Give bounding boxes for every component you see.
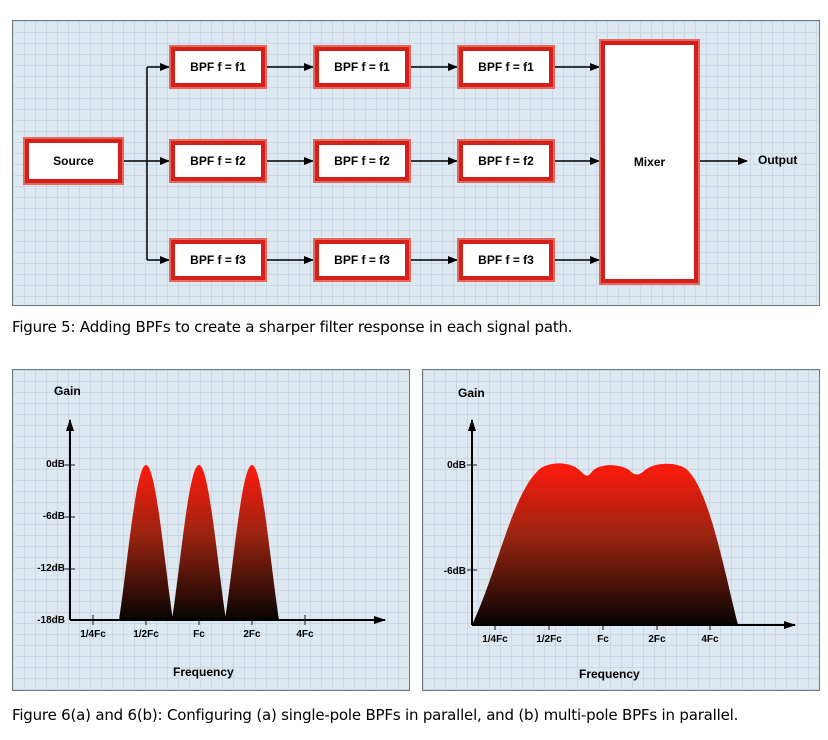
x-tick-label: 2Fc [243, 629, 261, 640]
figure6a-plot [65, 419, 386, 625]
peak-area-3 [225, 465, 279, 620]
bpf-label: BPF f = f3 [190, 253, 246, 267]
y-tick-label: -6dB [42, 511, 65, 522]
mixer-label: Mixer [633, 155, 666, 169]
signal-flow-lines [122, 63, 748, 264]
y-tick-label: -12dB [37, 563, 65, 574]
figure5-caption: Figure 5: Adding BPFs to create a sharpe… [12, 318, 573, 336]
y-tick-label: 0dB [46, 459, 65, 470]
x-tick-label: 1/2Fc [133, 629, 159, 640]
bpf-block-2-3: BPF f = f2 [457, 139, 555, 183]
x-tick-label: Fc [597, 634, 609, 645]
y-axis-title: Gain [458, 386, 485, 400]
bpf-block-1-2: BPF f = f1 [313, 45, 411, 89]
x-tick-label: 1/2Fc [536, 634, 562, 645]
bpf-label: BPF f = f3 [478, 253, 534, 267]
source-block: Source [23, 137, 124, 185]
x-axis-title: Frequency [579, 667, 640, 681]
y-tick-label: -6dB [443, 566, 466, 577]
y-tick-label: -18dB [37, 615, 65, 626]
passband-area [472, 463, 738, 625]
bpf-block-2-1: BPF f = f2 [169, 139, 267, 183]
bpf-block-3-2: BPF f = f3 [313, 238, 411, 282]
bpf-label: BPF f = f3 [334, 253, 390, 267]
bpf-label: BPF f = f1 [190, 60, 246, 74]
bpf-block-3-1: BPF f = f3 [169, 238, 267, 282]
x-axis-title: Frequency [173, 665, 234, 679]
bpf-block-2-2: BPF f = f2 [313, 139, 411, 183]
peak-area-1 [119, 465, 173, 620]
figure6a-chart: Gain 0dB -6dB -12dB -18dB 1/4Fc 1/2Fc Fc… [12, 369, 410, 691]
x-tick-label: 2Fc [648, 634, 666, 645]
mixer-block: Mixer [599, 39, 700, 285]
figure6b-chart: Gain 0dB -6dB 1/4Fc 1/2Fc Fc 2Fc 4Fc Fre… [422, 369, 820, 691]
y-tick-label: 0dB [447, 460, 466, 471]
bpf-label: BPF f = f2 [334, 154, 390, 168]
peak-area-2 [172, 465, 226, 620]
bpf-label: BPF f = f1 [334, 60, 390, 74]
x-tick-label: 4Fc [296, 629, 314, 640]
x-tick-label: 1/4Fc [80, 629, 106, 640]
x-tick-label: Fc [193, 629, 205, 640]
bpf-block-1-1: BPF f = f1 [169, 45, 267, 89]
source-label: Source [53, 154, 94, 168]
figure5-diagram: Source BPF f = f1 BPF f = f1 BPF f = f1 … [12, 20, 820, 306]
bpf-label: BPF f = f1 [478, 60, 534, 74]
x-tick-label: 1/4Fc [482, 634, 508, 645]
figure6-caption: Figure 6(a) and 6(b): Configuring (a) si… [12, 706, 739, 724]
bpf-block-1-3: BPF f = f1 [457, 45, 555, 89]
output-label: Output [758, 153, 798, 167]
bpf-label: BPF f = f2 [478, 154, 534, 168]
bpf-label: BPF f = f2 [190, 154, 246, 168]
x-tick-label: 4Fc [701, 634, 719, 645]
bpf-block-3-3: BPF f = f3 [457, 238, 555, 282]
y-axis-title: Gain [54, 384, 81, 398]
figure6b-plot [467, 419, 796, 630]
